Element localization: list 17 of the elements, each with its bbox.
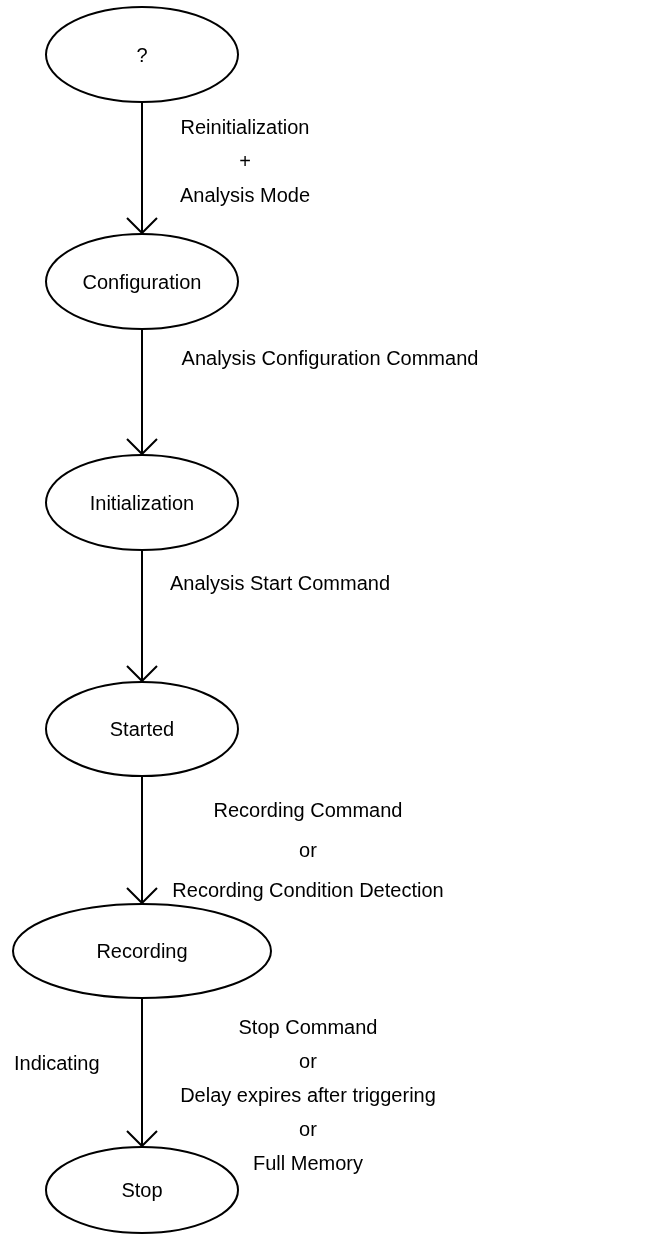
- state-name: ?: [135, 43, 149, 66]
- state-name: Stop: [120, 1178, 164, 1202]
- arrow: [126, 329, 158, 455]
- arrow: [126, 102, 158, 234]
- state-name: Started: [108, 717, 176, 741]
- arrow: [126, 776, 158, 904]
- state-name: Configuration: [81, 270, 203, 293]
- transition-label: Reinitialization + Analysis Mode: [178, 115, 312, 208]
- arrow: [126, 998, 158, 1147]
- state-name: Recording: [95, 939, 189, 963]
- transition-label: Analysis Configuration Command: [180, 346, 480, 371]
- transition-label: Analysis Start Command: [168, 571, 392, 596]
- state-name: Initialization: [88, 491, 196, 514]
- transition-label: Stop Command or Delay expires after triggering or Full Memory: [179, 1015, 437, 1176]
- arrow: [126, 550, 158, 682]
- transition-note: Indicating: [14, 1052, 100, 1075]
- transition-label: Recording Command or Recording Condition Detection: [171, 798, 445, 903]
